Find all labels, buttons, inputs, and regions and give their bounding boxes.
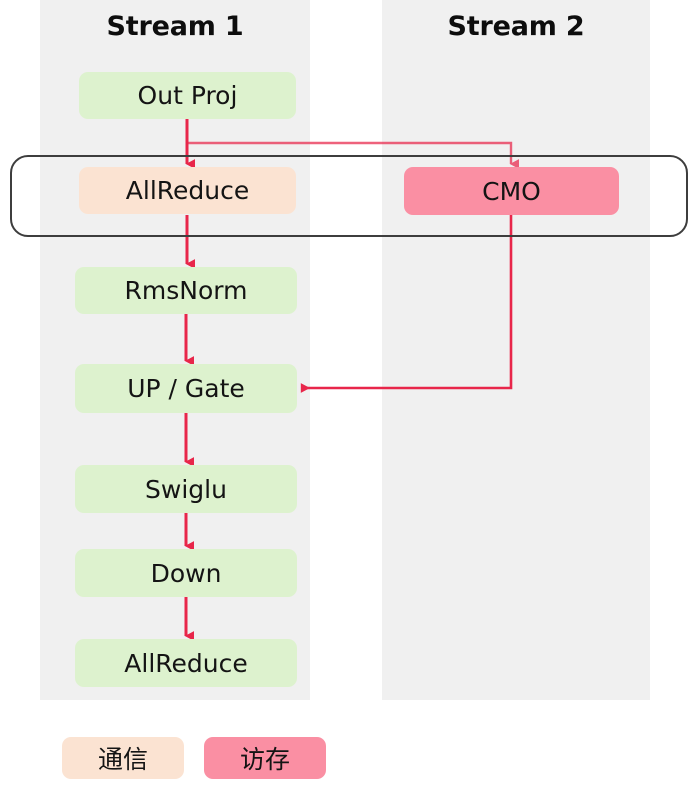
- legend-item-memory-access: 访存: [204, 737, 326, 779]
- node-rmsnorm[interactable]: RmsNorm: [75, 267, 297, 314]
- overlap-group-box: [10, 155, 688, 237]
- node-cmo-label: CMO: [482, 176, 541, 206]
- node-down-label: Down: [150, 558, 222, 588]
- node-rmsnorm-label: RmsNorm: [124, 276, 248, 305]
- node-swiglu-label: Swiglu: [145, 474, 227, 504]
- lane-title-stream-1: Stream 1: [106, 11, 244, 42]
- node-out-proj[interactable]: Out Proj: [79, 72, 296, 119]
- node-swiglu[interactable]: Swiglu: [75, 465, 297, 513]
- node-allreduce-comm[interactable]: AllReduce: [79, 167, 296, 214]
- legend: 通信 访存: [62, 737, 326, 779]
- node-allreduce-out[interactable]: AllReduce: [75, 639, 297, 687]
- node-up-gate[interactable]: UP / Gate: [75, 364, 297, 413]
- legend-item-communication-label: 通信: [97, 745, 148, 774]
- legend-item-communication: 通信: [62, 737, 184, 779]
- node-down[interactable]: Down: [75, 549, 297, 597]
- node-out-proj-label: Out Proj: [137, 81, 238, 110]
- lane-title-stream-2: Stream 2: [447, 11, 585, 42]
- legend-item-memory-access-label: 访存: [239, 745, 290, 774]
- node-allreduce-comm-label: AllReduce: [125, 176, 250, 205]
- node-allreduce-out-label: AllReduce: [124, 648, 248, 678]
- node-cmo[interactable]: CMO: [404, 167, 619, 215]
- lane-stream-2: [382, 0, 650, 700]
- node-up-gate-label: UP / Gate: [127, 374, 245, 403]
